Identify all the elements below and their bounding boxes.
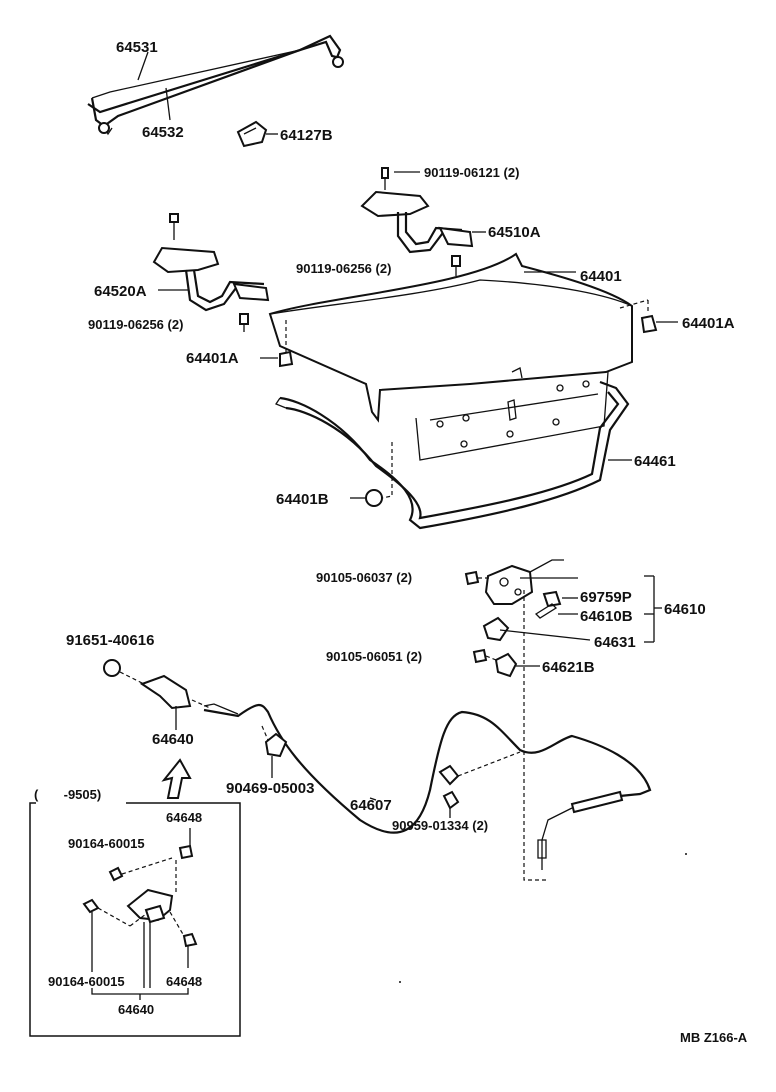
- label-69759P: 69759P: [580, 589, 632, 606]
- bumper-64401A-right: [619, 299, 678, 334]
- label-64401A-right: 64401A: [682, 315, 735, 332]
- label-90164-60015-top: 90164-60015: [68, 836, 145, 851]
- bumper-64401B: [350, 442, 393, 507]
- label-64510A: 64510A: [488, 224, 541, 241]
- label-90959-01334: 90959-01334 (2): [392, 818, 488, 833]
- release-cable-64607: [203, 703, 652, 870]
- label-90119-06256-left: 90119-06256 (2): [88, 317, 183, 332]
- label-64648-top: 64648: [166, 810, 202, 825]
- diagram-code: MB Z166-A: [680, 1030, 748, 1045]
- label-64401B: 64401B: [276, 491, 329, 508]
- hinge-64520A: [152, 213, 270, 332]
- label-64461: 64461: [634, 453, 676, 470]
- label-64610B: 64610B: [580, 608, 633, 625]
- label-90469-05003: 90469-05003: [226, 780, 314, 797]
- clip-90469-05003: [261, 725, 288, 778]
- label-64621B: 64621B: [542, 659, 595, 676]
- label-90164-60015-bottom: 90164-60015: [48, 974, 125, 989]
- trunk-lid-64401: [268, 252, 633, 461]
- label-90119-06121: 90119-06121 (2): [424, 165, 519, 180]
- clip-90959-01334: [438, 751, 521, 818]
- label-64607: 64607: [350, 797, 392, 814]
- label-64401A-left: 64401A: [186, 350, 239, 367]
- clip-64127B: [236, 120, 278, 148]
- striker-64621B: [472, 648, 540, 678]
- label-90105-06037: 90105-06037 (2): [316, 570, 412, 585]
- inset-lever-assembly: [82, 828, 198, 1000]
- label-64531: 64531: [116, 39, 158, 56]
- opener-lever-64640: [103, 659, 211, 730]
- label-64640-bottom: 64640: [118, 1002, 154, 1017]
- label-64610: 64610: [664, 601, 706, 618]
- label-64631: 64631: [594, 634, 636, 651]
- hinge-64510A: [360, 167, 486, 276]
- label-64520A: 64520A: [94, 283, 147, 300]
- arrow-up-icon: [161, 758, 192, 799]
- label-64127B: 64127B: [280, 127, 333, 144]
- label-bracket-range: ( -9505): [34, 787, 101, 802]
- weatherstrip-64461: [275, 380, 632, 530]
- label-64648-bottom: 64648: [166, 974, 202, 989]
- label-64640-top: 64640: [152, 731, 194, 748]
- bumper-64401A-left: [260, 320, 294, 368]
- lock-assembly-64610: [464, 559, 662, 643]
- inset-variant-box: [29, 788, 241, 1037]
- label-64401: 64401: [580, 268, 622, 285]
- torsion-bar-assembly: [87, 34, 344, 136]
- label-90105-06051: 90105-06051 (2): [326, 649, 422, 664]
- label-90119-06256-right: 90119-06256 (2): [296, 261, 391, 276]
- label-64532: 64532: [142, 124, 184, 141]
- label-91651-40616: 91651-40616: [66, 632, 154, 649]
